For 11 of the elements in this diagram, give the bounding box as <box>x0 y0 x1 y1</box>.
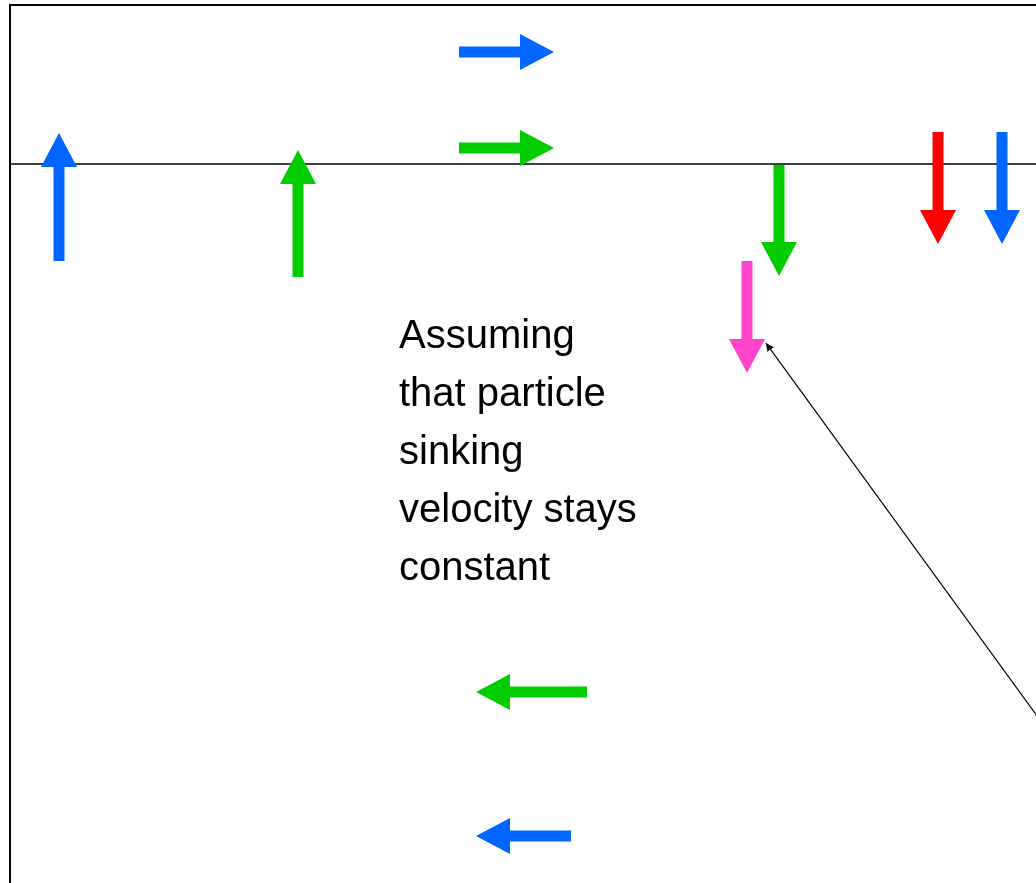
velocity-arrow <box>761 165 797 276</box>
velocity-arrow <box>476 818 571 854</box>
velocity-arrow <box>459 130 554 166</box>
velocity-arrow <box>280 150 316 277</box>
velocity-arrow <box>41 133 77 261</box>
velocity-arrow <box>459 34 554 70</box>
velocity-arrow <box>729 261 765 373</box>
note-text: Assuming that particle sinking velocity stays constant <box>399 311 638 590</box>
velocity-arrow <box>920 132 956 244</box>
velocity-arrow <box>476 674 587 710</box>
velocity-arrow <box>984 132 1020 244</box>
